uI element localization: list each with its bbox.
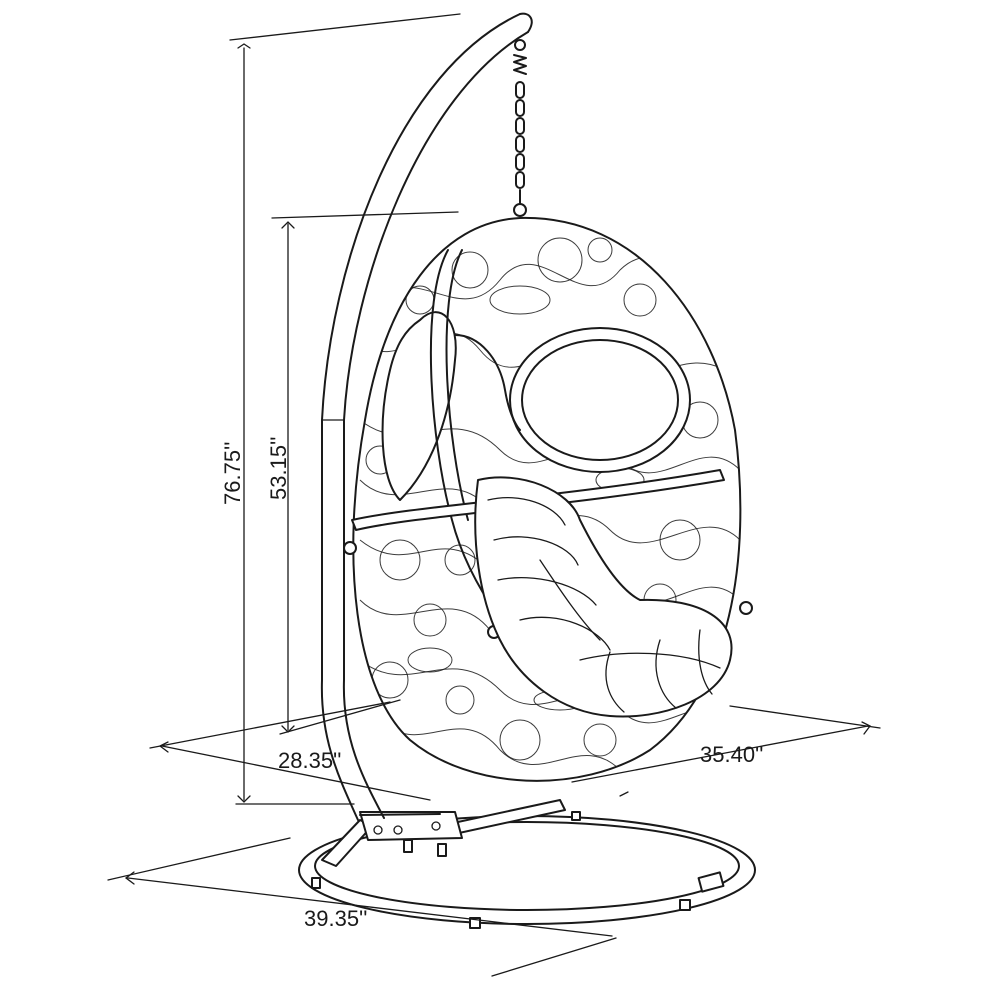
dimension-label-base-diameter: 39.35'' — [304, 906, 367, 931]
dimension-lines — [107, 13, 881, 977]
hanging-chain — [513, 39, 527, 217]
base-crossbars — [321, 799, 566, 867]
shell-window-openings — [381, 249, 691, 701]
dimension-label-seat-height: 53.15'' — [266, 437, 291, 500]
dimension-label-seat-width: 35.40'' — [700, 742, 763, 767]
stand-pole — [320, 12, 533, 821]
dimension-label-overall-height: 76.75'' — [220, 442, 245, 505]
dimension-label-seat-depth: 28.35'' — [278, 748, 341, 773]
seat-cushion — [474, 476, 733, 718]
